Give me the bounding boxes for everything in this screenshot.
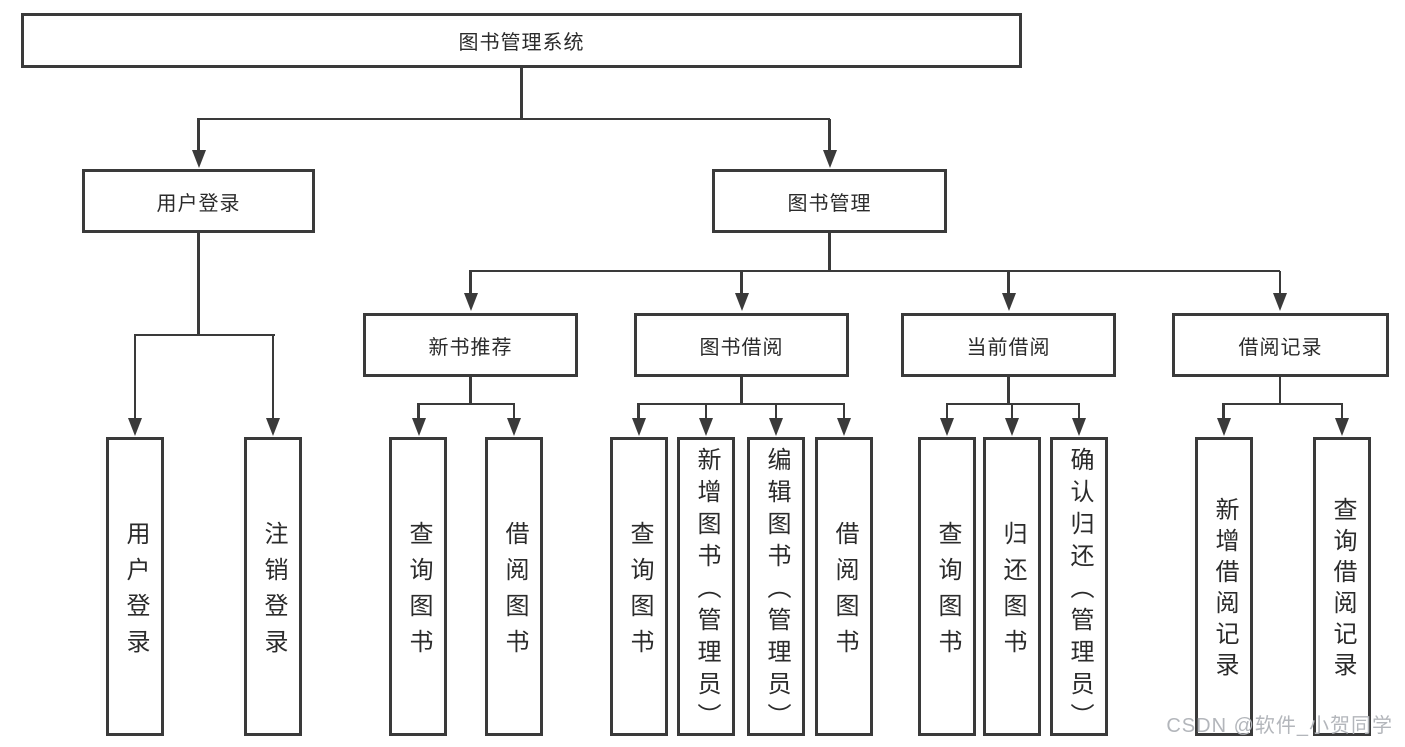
connector-arrow-stem (774, 404, 778, 419)
arrow-down-icon (699, 418, 713, 436)
connector-level1-rail (197, 117, 831, 121)
connector-arrow-stem (469, 271, 472, 294)
connector-arrow-stem (133, 335, 137, 419)
leaf-current-confirm-return-admin: 确认归还（管理员） (1050, 437, 1108, 736)
connector-arrow-stem (1340, 404, 1344, 419)
leaf-current-query-books: 查询图书 (918, 437, 976, 736)
connector-arrow-stem (1007, 271, 1010, 294)
node-book-borrow: 图书借阅 (634, 313, 849, 377)
node-borrow-records: 借阅记录 (1172, 313, 1389, 377)
connector-arrow-stem (1077, 404, 1081, 419)
arrow-down-icon (1273, 293, 1287, 311)
leaf-newbook-borrow-books-label: 借阅图书 (501, 520, 528, 665)
connector-group-stub (740, 377, 743, 404)
leaf-logout: 注销登录 (244, 437, 302, 736)
connector-group-rail (417, 402, 516, 406)
node-borrow-records-label: 借阅记录 (1238, 336, 1323, 359)
arrow-down-icon (1216, 418, 1231, 436)
connector-arrow-stem (512, 404, 516, 419)
leaf-newbook-query-books: 查询图书 (389, 437, 447, 736)
connector-group-stub (469, 377, 472, 404)
node-book-management: 图书管理 (712, 169, 947, 233)
watermark: CSDN @软件_小贺同学 (1166, 715, 1393, 737)
connector-arrow-stem (740, 271, 743, 294)
leaf-current-query-books-label: 查询图书 (934, 520, 961, 665)
connector-level3-rail (469, 269, 1281, 273)
leaf-logout-label: 注销登录 (260, 520, 287, 665)
node-current-borrow-label: 当前借阅 (966, 336, 1051, 359)
connector-user-login-rail (133, 333, 275, 337)
arrow-down-icon (1335, 418, 1349, 436)
arrow-down-icon (266, 418, 280, 436)
node-root: 图书管理系统 (21, 13, 1022, 68)
connector-arrow-stem (1278, 271, 1282, 294)
arrow-down-icon (411, 418, 426, 436)
arrow-down-icon (631, 418, 646, 436)
leaf-current-confirm-return-admin-label: 确认归还（管理员） (1066, 446, 1093, 735)
connector-arrow-stem (842, 404, 846, 419)
arrow-down-icon (1072, 418, 1086, 436)
arrow-down-icon (837, 418, 851, 436)
connector-arrow-stem (704, 404, 708, 419)
arrow-down-icon (1005, 418, 1019, 436)
leaf-borrow-edit-books-admin: 编辑图书（管理员） (747, 437, 805, 736)
connector-arrow-stem (637, 404, 640, 419)
connector-arrow-user-login-stem (197, 119, 200, 151)
leaf-borrow-query-books-label: 查询图书 (626, 520, 653, 665)
arrow-down-icon (734, 293, 749, 311)
arrow-down-icon (507, 418, 521, 436)
connector-arrow-stem (417, 404, 420, 419)
leaf-records-query-record: 查询借阅记录 (1313, 437, 1371, 736)
leaf-current-return-books-label: 归还图书 (999, 520, 1026, 665)
connector-arrow-stem (945, 404, 949, 419)
node-user-login: 用户登录 (82, 169, 315, 233)
leaf-borrow-borrow-books-label: 借阅图书 (831, 520, 858, 665)
connector-group-stub (1007, 377, 1010, 404)
arrow-down-icon (463, 293, 478, 311)
leaf-records-add-record-label: 新增借阅记录 (1211, 497, 1238, 683)
leaf-borrow-edit-books-admin-label: 编辑图书（管理员） (763, 446, 790, 735)
connector-book-mgmt-stub (828, 233, 831, 271)
leaf-newbook-borrow-books: 借阅图书 (485, 437, 543, 736)
connector-arrow-book-mgmt-stem (828, 119, 831, 151)
connector-user-login-stub (197, 233, 200, 335)
arrow-down-icon (769, 418, 783, 436)
leaf-records-add-record: 新增借阅记录 (1195, 437, 1253, 736)
node-book-borrow-label: 图书借阅 (699, 336, 784, 359)
leaf-borrow-add-books-admin-label: 新增图书（管理员） (693, 446, 720, 735)
connector-arrow-stem (271, 335, 275, 419)
node-book-management-label: 图书管理 (787, 192, 872, 215)
arrow-down-icon (191, 150, 206, 168)
arrow-down-icon (940, 418, 954, 436)
arrow-down-icon (128, 418, 142, 436)
leaf-records-query-record-label: 查询借阅记录 (1329, 497, 1356, 683)
connector-group-stub (1278, 377, 1282, 404)
leaf-current-return-books: 归还图书 (983, 437, 1041, 736)
connector-arrow-stem (1222, 404, 1225, 419)
connector-arrow-stem (1010, 404, 1014, 419)
connector-root-stub (520, 68, 523, 119)
arrow-down-icon (1001, 293, 1016, 311)
leaf-borrow-borrow-books: 借阅图书 (815, 437, 873, 736)
node-new-book-recommend-label: 新书推荐 (428, 336, 513, 359)
node-current-borrow: 当前借阅 (901, 313, 1116, 377)
leaf-user-login-label: 用户登录 (122, 520, 149, 665)
leaf-newbook-query-books-label: 查询图书 (405, 520, 432, 665)
arrow-down-icon (822, 150, 837, 168)
node-new-book-recommend: 新书推荐 (363, 313, 578, 377)
node-root-label: 图书管理系统 (458, 32, 585, 54)
connector-group-rail (637, 402, 846, 406)
node-user-login-label: 用户登录 (156, 192, 241, 215)
leaf-borrow-query-books: 查询图书 (610, 437, 668, 736)
leaf-borrow-add-books-admin: 新增图书（管理员） (677, 437, 735, 736)
connector-group-rail (1222, 402, 1344, 406)
leaf-user-login: 用户登录 (106, 437, 164, 736)
